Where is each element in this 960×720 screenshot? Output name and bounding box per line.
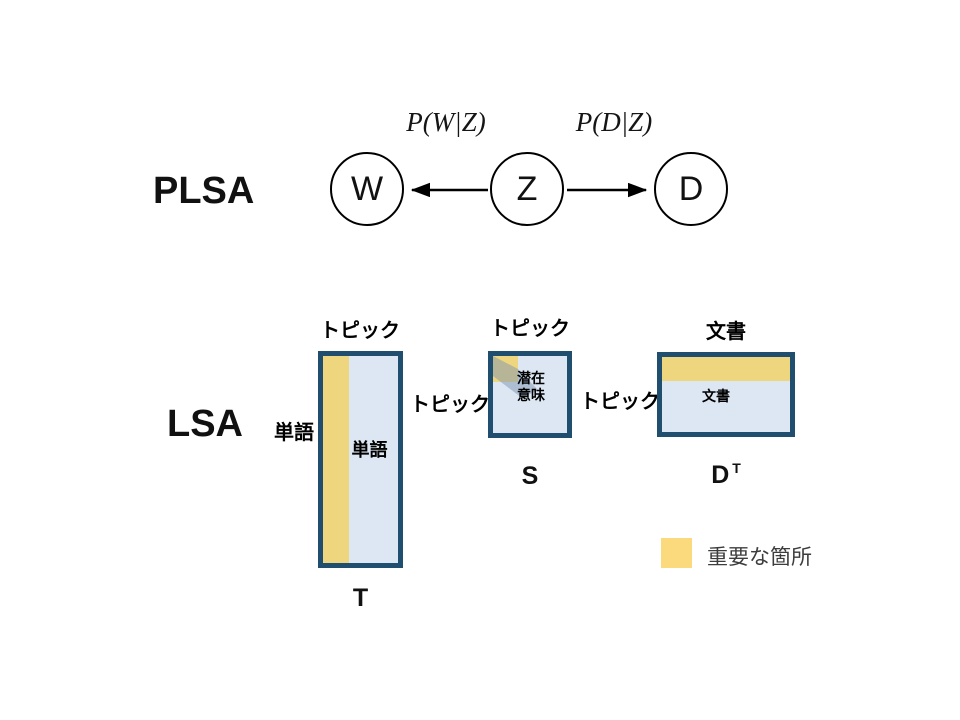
node-w: W [330, 152, 404, 226]
d-matrix-top-label: 文書 [706, 321, 746, 343]
t-matrix-side-label: 単語 [274, 422, 314, 444]
t-matrix-name: T [352, 584, 369, 612]
s-matrix-side-label: トピック [410, 394, 490, 416]
d-matrix-inner: 文書 [662, 357, 790, 432]
node-d: D [654, 152, 728, 226]
s-matrix-inner-label: 潜在 意味 [505, 370, 557, 404]
node-z-label: Z [516, 169, 538, 208]
node-w-label: W [350, 169, 384, 208]
s-matrix-name: S [521, 462, 539, 490]
d-matrix-name-base: D [711, 461, 730, 489]
t-matrix-highlight-column [323, 356, 349, 563]
s-matrix: 潜在 意味 [488, 351, 572, 438]
t-matrix-inner: 単語 [323, 356, 398, 563]
prob-label-pwz: P(W|Z) [406, 107, 486, 137]
lsa-section-label: LSA [167, 403, 243, 445]
t-matrix: 単語 [318, 351, 403, 568]
s-matrix-inner: 潜在 意味 [493, 356, 567, 433]
d-matrix-name-superscript: T [732, 460, 741, 476]
d-matrix-highlight-row [662, 357, 790, 381]
node-z: Z [490, 152, 564, 226]
d-matrix-inner-label: 文書 [702, 388, 730, 404]
prob-label-pdz: P(D|Z) [575, 107, 653, 137]
node-d-label: D [678, 169, 704, 208]
s-matrix-top-label: トピック [490, 318, 570, 340]
d-matrix: 文書 [657, 352, 795, 437]
legend-label: 重要な箇所 [707, 546, 812, 569]
s-matrix-inner-label-line2: 意味 [517, 387, 545, 403]
legend-highlight-swatch [661, 538, 692, 568]
plsa-section-label: PLSA [153, 170, 255, 212]
s-matrix-inner-label-line1: 潜在 [517, 370, 545, 386]
t-matrix-inner-label: 単語 [351, 440, 388, 460]
d-matrix-side-label: トピック [580, 391, 660, 413]
highlight-beam [493, 356, 538, 398]
t-matrix-top-label: トピック [320, 320, 400, 342]
